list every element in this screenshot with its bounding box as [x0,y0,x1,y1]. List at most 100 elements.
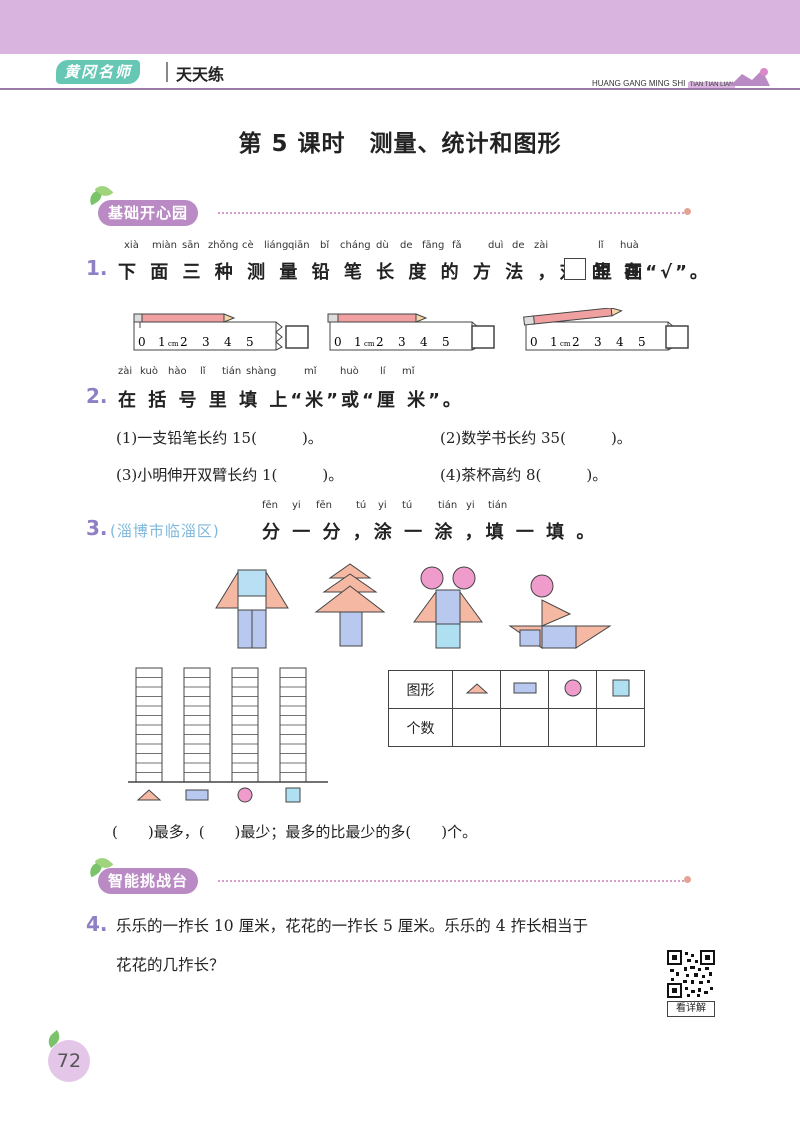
circle-icon [564,679,581,696]
table-header-shape: 图形 [388,670,453,709]
svg-text:5: 5 [442,335,450,349]
grid-lines [136,677,306,773]
svg-text:0: 0 [334,335,342,349]
pinyin: cháng [340,240,371,251]
table-row: 图形 [388,670,645,709]
svg-text:1: 1 [550,335,558,349]
q2-number: 2. [86,384,108,408]
q1-text-end: 里 画“√”。 [594,262,711,283]
pinyin: fāng [422,240,445,251]
svg-text:2: 2 [180,335,188,349]
table-square-cell [596,670,645,709]
q1-text: 下 面 三 种 测 量 铅 笔 长 度 的 方 法 ，对 的 在 [118,262,646,283]
grid-square-icon [285,787,301,803]
pinyin: sān [182,240,200,251]
pinyin: lí [380,366,386,377]
qr-code-icon[interactable] [667,950,715,998]
pinyin: fēn [262,500,279,511]
q3-pinyin-row: fēn yi fēn tú yi tú tián yi tián [262,500,542,512]
q2-item-4: (4)茶杯高约 8( )。 [440,466,608,484]
q2-item-1: (1)一支铅笔长约 15( )。 [116,429,323,447]
section-divider-end [684,208,691,215]
triangle-icon [465,682,488,693]
svg-text:3: 3 [398,335,406,349]
table-answer-cell[interactable] [596,708,645,747]
svg-text:0: 0 [138,335,146,349]
brand-pinyin-main: HUANG GANG MING SHI [592,79,686,88]
pinyin: shàng [246,366,277,377]
grid-rectangle-icon [185,789,209,801]
svg-text:cm: cm [560,340,571,348]
header-band [0,0,800,54]
brand-logo: 黄冈名师 [56,60,141,84]
q2-item-2: (2)数学书长约 35( )。 [440,429,632,447]
svg-text:4: 4 [420,335,428,349]
figure-boat [508,574,612,649]
table-row: 个数 [388,708,645,747]
svg-text:3: 3 [594,335,602,349]
grid-triangle-icon [136,789,162,801]
q2-text: 在 括 号 里 填 上“米”或“厘 米”。 [118,390,464,411]
pinyin: zài [118,366,133,377]
header-tree-icon [730,68,770,86]
svg-text:1: 1 [158,335,166,349]
pinyin: huà [620,240,639,251]
section-basic-banner: 基础开心园 [98,200,199,226]
table-rectangle-cell [500,670,549,709]
svg-text:5: 5 [638,335,646,349]
pinyin: lǐ [598,240,604,251]
pinyin: zhǒng [208,240,239,251]
section-divider [218,880,684,882]
brand-series: 天天练 [176,65,225,84]
q4-line-1: 乐乐的一拃长 10 厘米，花花的一拃长 5 厘米。乐乐的 4 拃长相当于 [116,917,589,935]
q1-inline-box [564,258,586,280]
table-answer-cell[interactable] [452,708,501,747]
pinyin: de [400,240,413,251]
pinyin: tián [438,500,458,511]
pinyin: mǐ [402,366,415,377]
pinyin: tú [402,500,413,511]
svg-text:3: 3 [202,335,210,349]
pinyin: xià [124,240,139,251]
svg-text:1: 1 [354,335,362,349]
pinyin: mǐ [304,366,317,377]
svg-text:5: 5 [246,335,254,349]
brand-pinyin-small: TIAN TIAN LIAN [687,82,736,88]
table-circle-cell [548,670,597,709]
q4-number: 4. [86,912,108,936]
q1-number: 1. [86,256,108,280]
figure-robot [215,569,289,649]
section-challenge-banner: 智能挑战台 [98,868,199,894]
pinyin: tián [222,366,242,377]
q3-count-table: 图形 个数 [388,670,645,747]
figure-tree [314,563,386,647]
pinyin: lǐ [200,366,206,377]
q3-number: 3. [86,516,108,540]
pinyin: tú [356,500,367,511]
q3-text: 分 一 分 ，涂 一 涂 ，填 一 填 。 [262,522,598,543]
pinyin: liáng [264,240,289,251]
square-icon [612,679,629,696]
q3-count-grid [128,667,328,803]
table-answer-cell[interactable] [548,708,597,747]
pinyin: tián [488,500,508,511]
pinyin: qiān [288,240,310,251]
q3-shape-figures [215,563,612,649]
svg-text:4: 4 [224,335,232,349]
pinyin: fǎ [452,240,462,251]
pinyin: zài [534,240,549,251]
q3-answer-line: ( )最多，( )最少；最多的比最少的多( )个。 [112,823,478,841]
rectangle-icon [513,682,536,693]
pinyin: huò [340,366,359,377]
svg-text:0: 0 [530,335,538,349]
pinyin: cè [242,240,254,251]
table-answer-cell[interactable] [500,708,549,747]
q3-source: (淄博市临淄区) [110,522,220,540]
pinyin: yi [378,500,387,511]
svg-text:4: 4 [616,335,624,349]
pinyin: dù [376,240,389,251]
